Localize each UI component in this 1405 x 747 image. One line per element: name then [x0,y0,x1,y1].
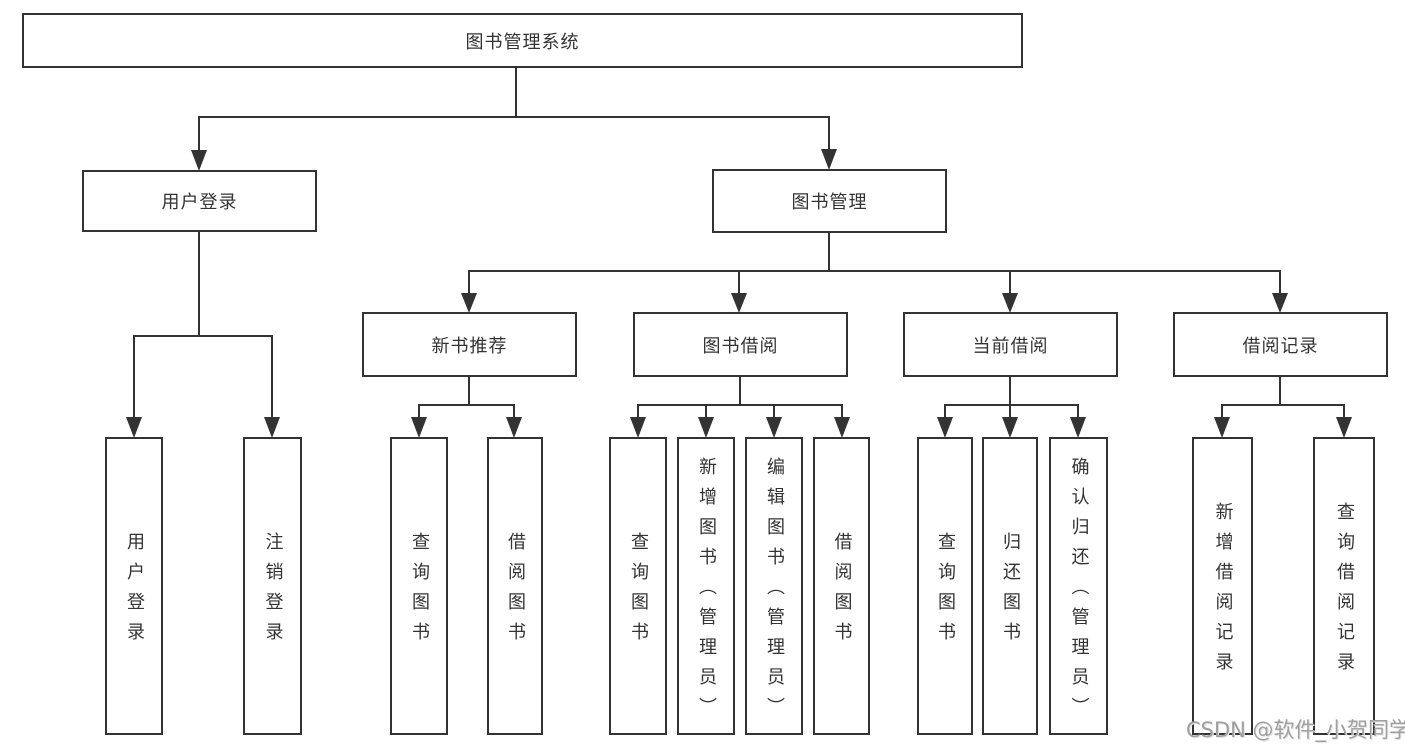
arrowhead-icon [630,417,646,438]
arrowhead-icon [461,293,477,313]
arrowhead-icon [937,417,953,438]
node-book-borrowing: 图书借阅 [633,312,848,377]
node-label: 新书推荐 [431,335,508,357]
node-user-login: 用户登录 [82,170,317,232]
arrowhead-icon [1272,293,1288,313]
leaf-label: 新增图书（管理员） [696,457,717,727]
leaf-label: 归还图书 [1000,532,1021,652]
arrowhead-icon [126,417,142,438]
leaf-edit-books-admin: 编辑图书（管理员） [745,437,803,735]
watermark: CSDN @软件_小贺同学 [1186,718,1405,742]
leaf-query-books-borrowing: 查询图书 [609,437,667,735]
arrowhead-icon [1214,417,1230,438]
arrowhead-icon [1336,417,1352,438]
arrowhead-icon [1070,417,1086,438]
leaf-label: 确认归还（管理员） [1068,457,1090,727]
leaf-user-login: 用户登录 [105,437,163,735]
leaf-borrow-books-recommend: 借阅图书 [487,437,543,735]
leaf-query-books-current: 查询图书 [917,437,973,735]
node-current-borrowing: 当前借阅 [903,312,1118,377]
leaf-logout: 注销登录 [243,437,302,735]
leaf-add-books-admin: 新增图书（管理员） [677,437,735,735]
leaf-query-books-recommend: 查询图书 [390,437,448,735]
leaf-label: 编辑图书（管理员） [764,457,785,727]
arrowhead-icon [766,417,782,438]
node-label: 用户登录 [161,192,238,213]
arrowhead-icon [731,293,747,313]
leaf-label: 查询图书 [409,532,430,652]
leaf-borrow-books-borrowing: 借阅图书 [813,437,870,735]
leaf-label: 借阅图书 [505,532,526,652]
arrowhead-icon [506,417,522,438]
leaf-label: 查询图书 [628,532,649,652]
arrowhead-icon [834,417,850,438]
arrowhead-icon [264,417,280,438]
leaf-label: 借阅图书 [831,532,853,652]
node-label: 图书借阅 [702,335,779,357]
leaf-label: 新增借阅记录 [1212,502,1234,682]
node-label: 当前借阅 [972,335,1049,357]
leaf-label: 注销登录 [262,532,284,652]
node-label: 图书管理系统 [465,31,580,53]
leaf-label: 用户登录 [124,532,145,652]
leaf-return-books: 归还图书 [982,437,1038,735]
leaf-add-borrow-record: 新增借阅记录 [1192,437,1253,735]
arrowhead-icon [821,149,837,170]
arrowhead-icon [1002,293,1018,313]
node-library-management-system: 图书管理系统 [22,13,1023,68]
node-book-management: 图书管理 [712,169,947,233]
node-new-book-recommendation: 新书推荐 [362,312,577,377]
arrowhead-icon [191,150,207,171]
leaf-label: 查询图书 [935,532,956,652]
arrowhead-icon [411,417,427,438]
leaf-confirm-return-admin: 确认归还（管理员） [1049,437,1108,735]
arrowhead-icon [698,417,714,438]
leaf-query-borrow-record: 查询借阅记录 [1313,437,1375,735]
node-label: 图书管理 [791,192,868,213]
arrowhead-icon [1002,417,1018,438]
leaf-label: 查询借阅记录 [1334,502,1355,682]
node-borrowing-records: 借阅记录 [1173,312,1388,377]
node-label: 借阅记录 [1242,335,1319,357]
